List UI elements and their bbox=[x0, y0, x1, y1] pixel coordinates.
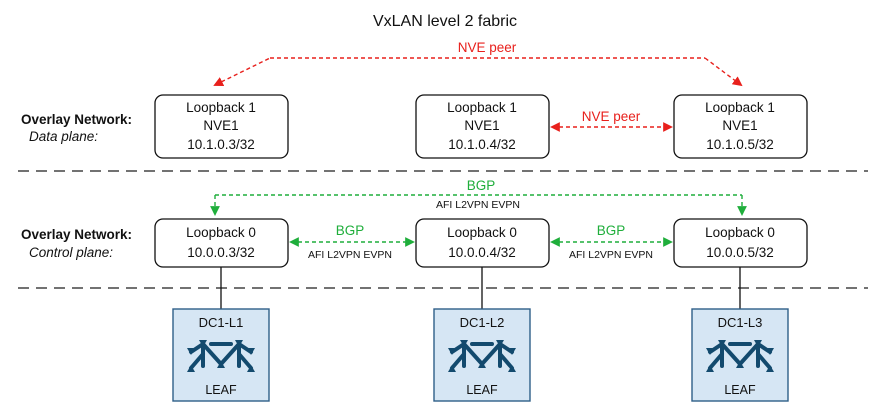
nve-node-2-line2: NVE1 bbox=[464, 118, 499, 133]
bgp-left-sublabel: AFI L2VPN EVPN bbox=[308, 249, 392, 261]
nve-node-1-line2: NVE1 bbox=[203, 118, 238, 133]
loopback0-node-1-line2: 10.0.0.3/32 bbox=[187, 245, 255, 260]
nve-node-3-line1: Loopback 1 bbox=[705, 100, 775, 115]
loopback0-node-3-line2: 10.0.0.5/32 bbox=[706, 245, 774, 260]
leaf-2-name: DC1-L2 bbox=[460, 315, 505, 330]
nve-node-3-line2: NVE1 bbox=[722, 118, 757, 133]
nve-node-2: Loopback 1 NVE1 10.1.0.4/32 bbox=[415, 94, 550, 159]
loopback0-node-1-line1: Loopback 0 bbox=[186, 225, 256, 240]
nve-node-3: Loopback 1 NVE1 10.1.0.5/32 bbox=[673, 94, 808, 159]
nve-peer-mid-label: NVE peer bbox=[582, 109, 641, 124]
loopback0-node-3-line1: Loopback 0 bbox=[705, 225, 775, 240]
bgp-top-sublabel: AFI L2VPN EVPN bbox=[436, 199, 520, 211]
leaf-switch-2: DC1-L2 LEAF bbox=[433, 308, 531, 402]
leaf-3-role: LEAF bbox=[724, 383, 756, 397]
loopback0-node-2: Loopback 0 10.0.0.4/32 bbox=[415, 218, 550, 268]
nve-peer-top-label: NVE peer bbox=[458, 40, 517, 55]
bgp-top-link bbox=[210, 194, 747, 216]
nve-node-2-line1: Loopback 1 bbox=[447, 100, 517, 115]
control-plane-sublabel: Control plane: bbox=[29, 245, 113, 260]
data-plane-label: Overlay Network: bbox=[21, 112, 132, 127]
bgp-top-label: BGP bbox=[467, 178, 496, 193]
nve-peer-top-link bbox=[213, 57, 743, 87]
data-plane-sublabel: Data plane: bbox=[29, 129, 98, 144]
bgp-left-label: BGP bbox=[336, 223, 365, 238]
nve-node-3-line3: 10.1.0.5/32 bbox=[706, 137, 774, 152]
nve-node-1: Loopback 1 NVE1 10.1.0.3/32 bbox=[154, 94, 289, 159]
nve-node-2-line3: 10.1.0.4/32 bbox=[448, 137, 516, 152]
leaf-1-name: DC1-L1 bbox=[199, 315, 244, 330]
control-plane-label: Overlay Network: bbox=[21, 227, 132, 242]
leaf-switch-3: DC1-L3 LEAF bbox=[691, 308, 789, 402]
loopback0-node-2-line2: 10.0.0.4/32 bbox=[448, 245, 516, 260]
nve-node-1-line1: Loopback 1 bbox=[186, 100, 256, 115]
bgp-right-sublabel: AFI L2VPN EVPN bbox=[569, 249, 653, 261]
nve-node-1-line3: 10.1.0.3/32 bbox=[187, 137, 255, 152]
leaf-switch-1: DC1-L1 LEAF bbox=[172, 308, 270, 402]
diagram-title: VxLAN level 2 fabric bbox=[373, 13, 517, 30]
bgp-right-label: BGP bbox=[597, 223, 626, 238]
leaf-1-role: LEAF bbox=[205, 383, 237, 397]
leaf-2-role: LEAF bbox=[466, 383, 498, 397]
loopback0-node-3: Loopback 0 10.0.0.5/32 bbox=[673, 218, 808, 268]
leaf-3-name: DC1-L3 bbox=[718, 315, 763, 330]
loopback0-node-2-line1: Loopback 0 bbox=[447, 225, 517, 240]
loopback0-node-1: Loopback 0 10.0.0.3/32 bbox=[154, 218, 289, 268]
